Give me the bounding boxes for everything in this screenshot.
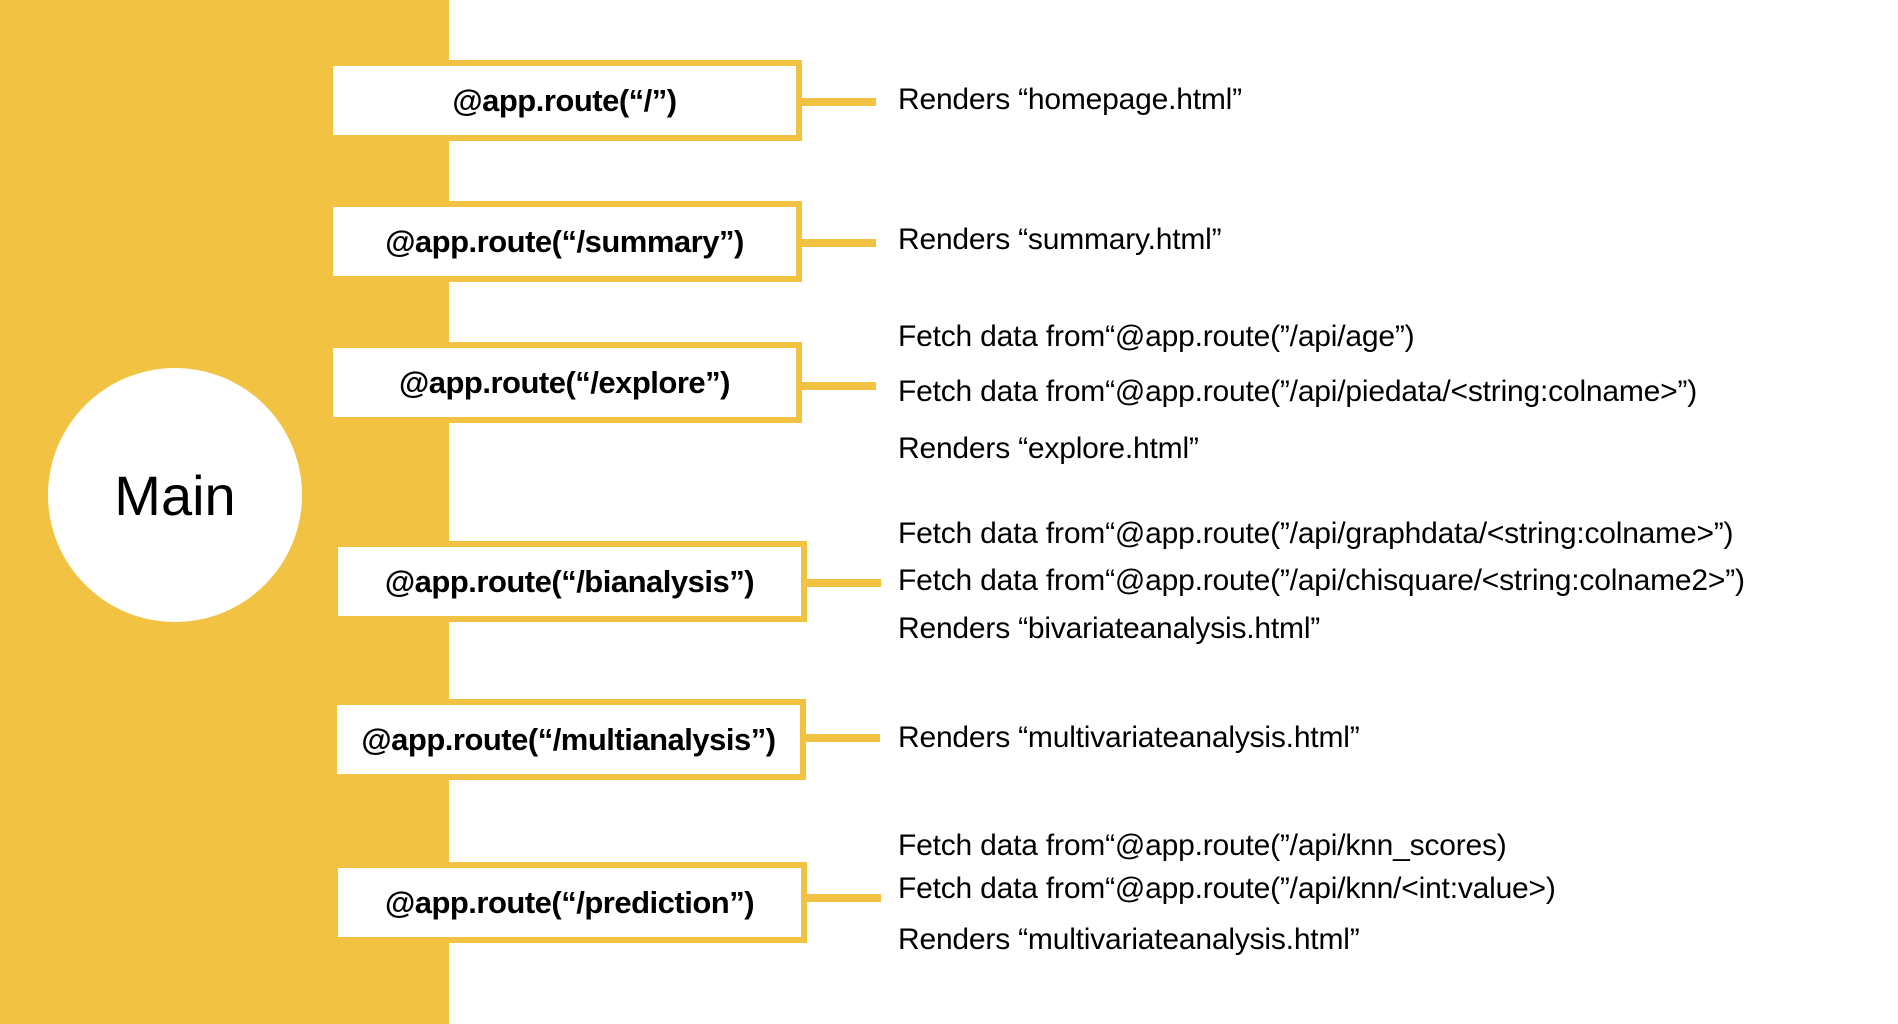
- route-label: @app.route(“/explore”): [399, 364, 730, 400]
- connector: [807, 579, 881, 587]
- connector: [802, 239, 876, 247]
- route-description: Renders “multivariateanalysis.html”: [898, 923, 1360, 956]
- route-label: @app.route(“/summary”): [385, 223, 744, 259]
- route-description: Renders “summary.html”: [898, 223, 1222, 256]
- route-label: @app.route(“/multianalysis”): [361, 721, 776, 757]
- route-box-root: @app.route(“/”): [327, 60, 802, 141]
- route-description: Renders “explore.html”: [898, 432, 1199, 465]
- connector: [806, 734, 880, 742]
- route-description: Fetch data from“@app.route(”/api/piedata…: [898, 375, 1698, 408]
- route-label: @app.route(“/”): [452, 82, 677, 118]
- connector: [802, 98, 876, 106]
- connector: [807, 894, 881, 902]
- main-node: Main: [48, 368, 302, 622]
- route-description: Renders “multivariateanalysis.html”: [898, 721, 1360, 754]
- main-label: Main: [114, 463, 236, 527]
- route-description: Fetch data from“@app.route(”/api/graphda…: [898, 517, 1734, 550]
- route-label: @app.route(“/prediction”): [384, 884, 755, 920]
- route-box-multianalysis: @app.route(“/multianalysis”): [331, 699, 806, 780]
- route-box-prediction: @app.route(“/prediction”): [332, 862, 807, 943]
- route-description: Fetch data from“@app.route(”/api/knn/<in…: [898, 872, 1556, 905]
- route-description: Renders “bivariateanalysis.html”: [898, 612, 1321, 645]
- route-description: Renders “homepage.html”: [898, 83, 1242, 116]
- route-description: Fetch data from“@app.route(”/api/chisqua…: [898, 564, 1745, 597]
- route-description: Fetch data from“@app.route(”/api/knn_sco…: [898, 829, 1507, 862]
- route-box-explore: @app.route(“/explore”): [327, 342, 802, 423]
- route-label: @app.route(“/bianalysis”): [384, 563, 755, 599]
- connector: [802, 382, 876, 390]
- route-box-summary: @app.route(“/summary”): [327, 201, 802, 282]
- route-box-bianalysis: @app.route(“/bianalysis”): [332, 541, 807, 622]
- route-description: Fetch data from“@app.route(”/api/age”): [898, 320, 1415, 353]
